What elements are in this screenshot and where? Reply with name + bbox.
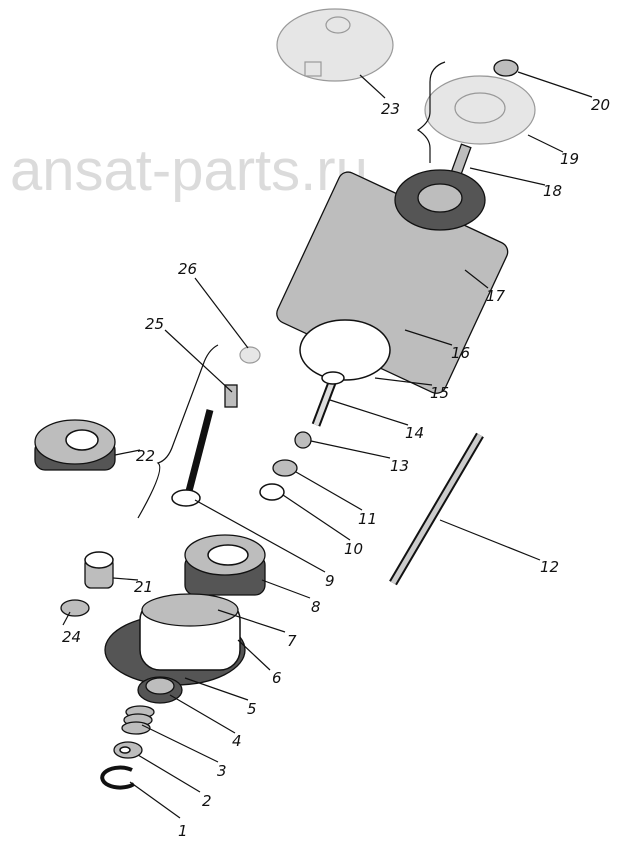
callout-7: 7 xyxy=(287,632,297,650)
callout-5: 5 xyxy=(247,700,257,718)
part-26-cap xyxy=(239,346,261,364)
part-2-circlip xyxy=(100,765,136,790)
part-22-gear xyxy=(34,419,116,471)
callout-16: 16 xyxy=(451,344,470,362)
callout-labels: 1 2 3 4 5 6 7 8 9 10 11 12 13 14 15 16 1… xyxy=(62,96,610,840)
part-8-gear xyxy=(184,534,266,596)
callout-9: 9 xyxy=(325,572,335,590)
callout-26: 26 xyxy=(178,260,197,278)
callout-4: 4 xyxy=(232,732,242,750)
callout-23: 23 xyxy=(381,100,400,118)
part-4-spring xyxy=(121,705,155,735)
callout-25: 25 xyxy=(145,315,164,333)
callout-11: 11 xyxy=(358,510,377,528)
callout-2: 2 xyxy=(202,792,212,810)
part-24-washer xyxy=(60,599,90,617)
callout-15: 15 xyxy=(430,384,449,402)
bracket-23 xyxy=(416,61,446,163)
callout-22: 22 xyxy=(136,447,155,465)
part-6-sprocket xyxy=(104,593,246,686)
bracket-25 xyxy=(137,344,219,519)
part-13-ball xyxy=(294,431,312,449)
callout-8: 8 xyxy=(311,598,321,616)
callout-19: 19 xyxy=(560,150,579,168)
callout-24: 24 xyxy=(62,628,81,646)
callout-1: 1 xyxy=(178,822,188,840)
part-25-spring xyxy=(224,384,238,408)
leader-lines xyxy=(62,71,593,819)
callout-18: 18 xyxy=(543,182,562,200)
watermark: ansat-parts.ru xyxy=(10,138,368,203)
callout-17: 17 xyxy=(486,287,506,305)
part-23-cover xyxy=(276,8,394,82)
part-10-washer xyxy=(259,483,285,501)
callout-13: 13 xyxy=(390,457,409,475)
part-11-nut xyxy=(272,459,298,477)
part-19-plate xyxy=(424,75,536,145)
part-14-pin xyxy=(311,371,345,427)
callout-20: 20 xyxy=(591,96,610,114)
callout-3: 3 xyxy=(217,762,227,780)
part-16-17-disc-stack xyxy=(276,169,509,394)
callout-14: 14 xyxy=(405,424,424,442)
callout-6: 6 xyxy=(272,669,282,687)
callout-21: 21 xyxy=(134,578,153,596)
part-9-bolt xyxy=(171,409,214,507)
callout-12: 12 xyxy=(540,558,559,576)
part-20-nut xyxy=(493,59,519,77)
callout-10: 10 xyxy=(344,540,363,558)
